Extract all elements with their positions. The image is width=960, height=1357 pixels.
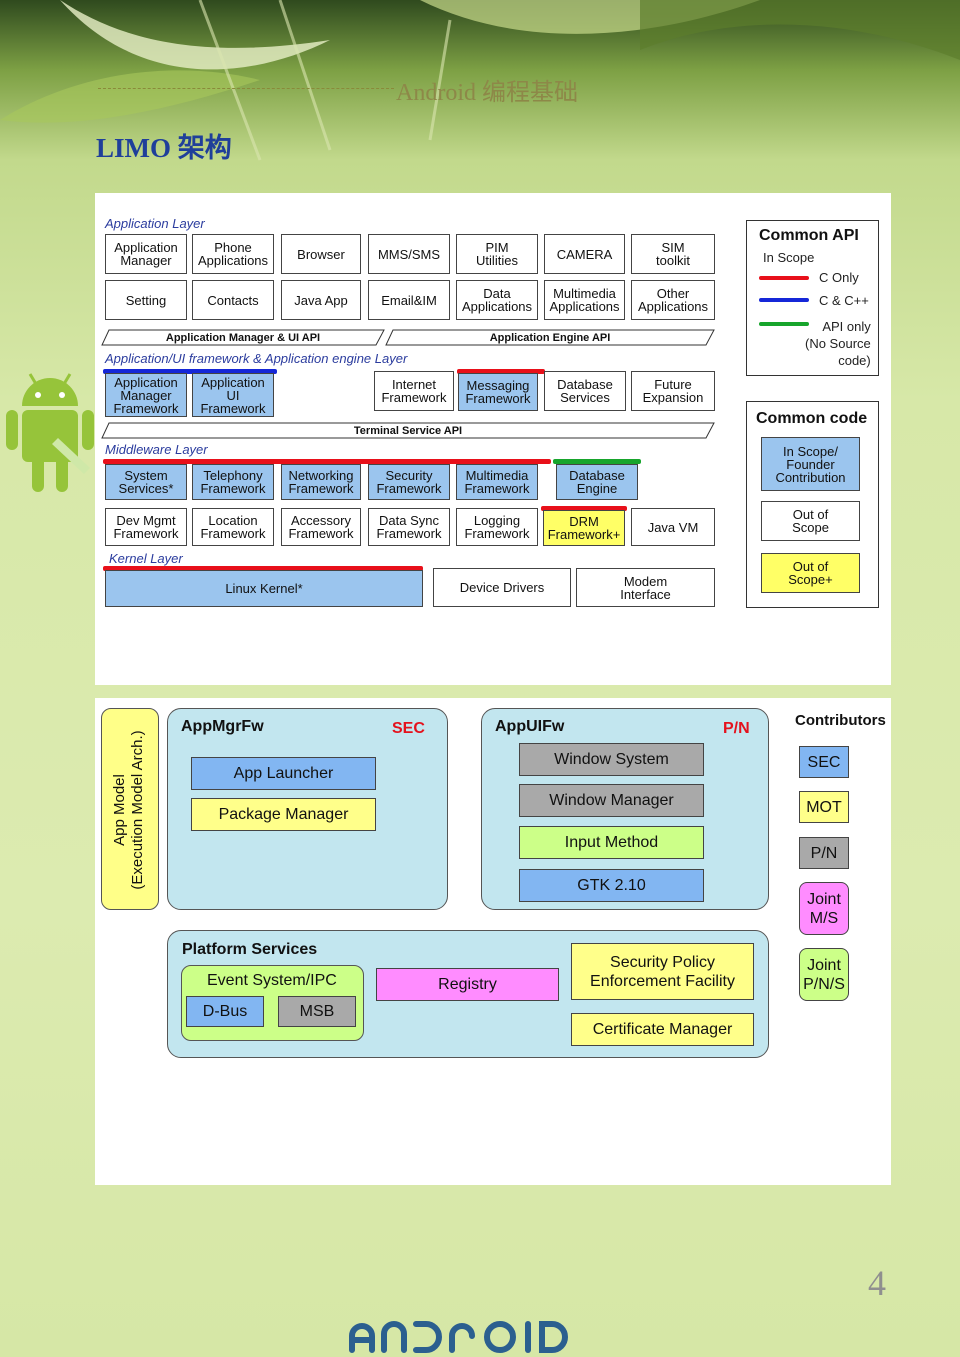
legend-common-api-title: Common API [759, 227, 859, 244]
header-title: Android 编程基础 [396, 80, 578, 106]
legend-api-only-swatch [759, 322, 809, 326]
window-system-box: Window System [519, 743, 704, 776]
app-box-other-applications: Other Applications [631, 280, 715, 320]
event-system-label: Event System/IPC [207, 972, 337, 989]
api-bar-app-engine: Application Engine API [385, 329, 715, 346]
certificate-manager-box: Certificate Manager [571, 1013, 754, 1046]
c-only-drm-line [541, 506, 627, 511]
middleware-box-location: Location Framework [192, 508, 274, 546]
middleware-box-system-services: System Services* [105, 464, 187, 500]
middleware-layer-label: Middleware Layer [105, 442, 208, 457]
appmgrfw-tag: SEC [392, 720, 425, 737]
limo-architecture-diagram: Application Layer Application Manager Ph… [95, 193, 891, 685]
app-model-label: App Model (Execution Model Arch.) [111, 730, 146, 890]
contributor-pn: P/N [799, 837, 849, 869]
middleware-box-dev-mgmt: Dev Mgmt Framework [105, 508, 187, 546]
kernel-box-device-drivers: Device Drivers [433, 568, 571, 607]
kernel-layer-label: Kernel Layer [109, 551, 183, 566]
legend-common-api: Common API In Scope C Only C & C++ API o… [746, 220, 879, 376]
app-box-email-im: Email&IM [368, 280, 450, 320]
api-bar-terminal-service: Terminal Service API [101, 422, 715, 439]
framework-box-application-manager: Application Manager Framework [105, 373, 187, 417]
android-robot-icon [6, 373, 94, 492]
msb-box: MSB [278, 996, 356, 1027]
appmgrfw-title: AppMgrFw [181, 718, 264, 735]
c-only-indicator-line [457, 369, 545, 374]
c-only-middleware-line [103, 459, 551, 464]
app-box-setting: Setting [105, 280, 187, 320]
gtk-box: GTK 2.10 [519, 869, 704, 902]
app-box-sim-toolkit: SIM toolkit [631, 234, 715, 274]
appuifw-title: AppUIFw [495, 718, 565, 735]
app-box-data-applications: Data Applications [456, 280, 538, 320]
legend-c-cpp-label: C & C++ [819, 293, 869, 308]
page-title: LIMO 架构 [96, 133, 232, 163]
middleware-box-logging: Logging Framework [456, 508, 538, 546]
framework-box-internet: Internet Framework [374, 371, 454, 411]
page-number: 4 [868, 1263, 886, 1303]
header-dashed-line [98, 88, 394, 89]
appuifw-tag: P/N [723, 720, 750, 737]
framework-box-future-expansion: Future Expansion [631, 371, 715, 411]
app-model-box [101, 708, 159, 910]
framework-layer-label: Application/UI framework & Application e… [105, 351, 408, 366]
contributor-mot: MOT [799, 791, 849, 823]
contributor-joint-pns: Joint P/N/S [799, 948, 849, 1001]
security-policy-box: Security Policy Enforcement Facility [571, 943, 754, 1000]
contributors-title: Contributors [795, 712, 886, 729]
middleware-box-security: Security Framework [368, 464, 450, 500]
api-only-indicator-line [553, 459, 641, 464]
legend-api-only-label: API only (No Source code) [805, 319, 871, 368]
c-only-kernel-line [103, 566, 423, 571]
platform-services-title: Platform Services [182, 941, 318, 958]
c-cpp-indicator-line [103, 369, 277, 374]
app-launcher-box: App Launcher [191, 757, 376, 790]
framework-box-database-services: Database Services [544, 371, 626, 411]
kernel-box-modem-interface: Modem Interface [576, 568, 715, 607]
framework-box-application-ui: Application UI Framework [192, 373, 274, 417]
input-method-box: Input Method [519, 826, 704, 859]
middleware-box-telephony: Telephony Framework [192, 464, 274, 500]
package-manager-box: Package Manager [191, 798, 376, 831]
middleware-box-multimedia: Multimedia Framework [456, 464, 538, 500]
contributor-sec: SEC [799, 746, 849, 778]
legend-c-only-swatch [759, 276, 809, 280]
app-box-phone-applications: Phone Applications [192, 234, 274, 274]
framework-box-messaging: Messaging Framework [458, 373, 538, 411]
legend-in-scope-swatch: In Scope/ Founder Contribution [761, 437, 860, 491]
limo-components-diagram: App Model (Execution Model Arch.) AppMgr… [95, 698, 891, 1185]
middleware-box-java-vm: Java VM [631, 508, 715, 546]
legend-common-code-title: Common code [756, 410, 868, 427]
api-bar-app-manager: Application Manager & UI API [101, 329, 385, 346]
contributor-joint-ms: Joint M/S [799, 882, 849, 935]
legend-c-only-label: C Only [819, 270, 859, 285]
app-box-multimedia-applications: Multimedia Applications [544, 280, 625, 320]
registry-box: Registry [376, 968, 559, 1001]
dbus-box: D-Bus [186, 996, 264, 1027]
middleware-box-drm: DRM Framework+ [543, 510, 625, 546]
legend-out-scope-plus-swatch: Out of Scope+ [761, 553, 860, 593]
app-box-pim-utilities: PIM Utilities [456, 234, 538, 274]
legend-common-code: Common code In Scope/ Founder Contributi… [746, 401, 879, 608]
legend-c-cpp-swatch [759, 298, 809, 302]
app-box-java-app: Java App [281, 280, 361, 320]
application-layer-label: Application Layer [105, 216, 205, 231]
app-box-mms-sms: MMS/SMS [368, 234, 450, 274]
middleware-box-database-engine: Database Engine [556, 464, 638, 500]
window-manager-box: Window Manager [519, 784, 704, 817]
middleware-box-accessory: Accessory Framework [281, 508, 361, 546]
legend-in-scope-label: In Scope [763, 250, 815, 265]
middleware-box-data-sync: Data Sync Framework [368, 508, 450, 546]
android-wordmark-logo [349, 1321, 568, 1353]
leaf-decoration [0, 0, 960, 161]
app-box-contacts: Contacts [192, 280, 274, 320]
app-box-application-manager: Application Manager [105, 234, 187, 274]
app-box-browser: Browser [281, 234, 361, 274]
app-box-camera: CAMERA [544, 234, 625, 274]
kernel-box-linux-kernel: Linux Kernel* [105, 570, 423, 607]
legend-out-scope-swatch: Out of Scope [761, 501, 860, 541]
middleware-box-networking: Networking Framework [281, 464, 361, 500]
